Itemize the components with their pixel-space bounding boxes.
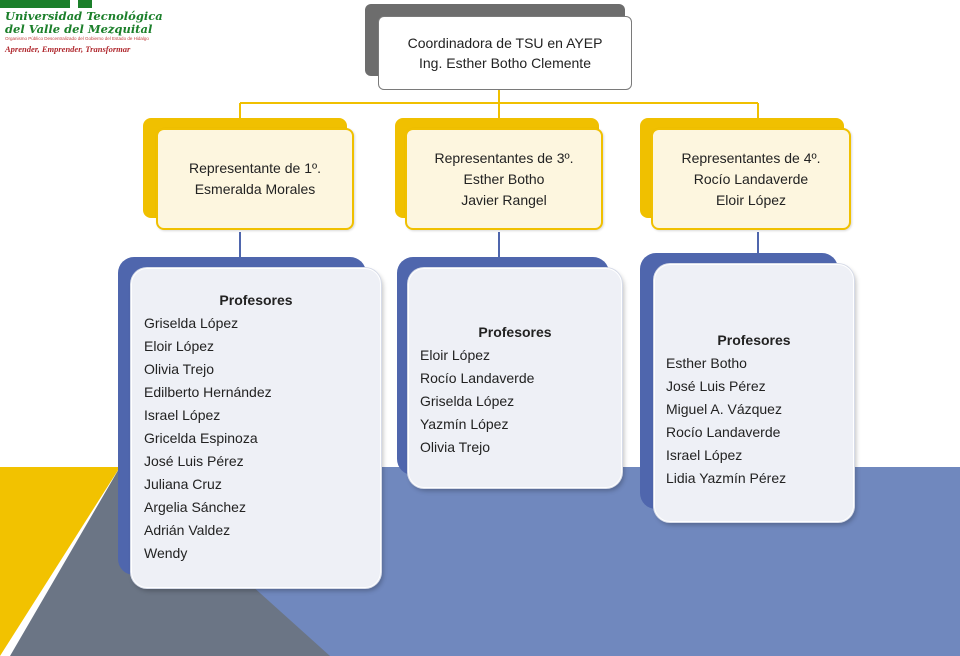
representative-3-title: Representantes de 4º. (681, 149, 821, 166)
teacher-name: Eloir López (420, 347, 491, 363)
teacher-group-3-list: Esther Botho José Luis Pérez Miguel A. V… (666, 352, 853, 490)
background-gold-triangle (0, 467, 120, 656)
teacher-name: José Luis Pérez (666, 378, 766, 394)
representative-1-box: Representante de 1º. Esmeralda Morales (156, 128, 354, 230)
teacher-name: Edilberto Hernández (144, 384, 272, 400)
teacher-group-3-heading: Profesores (717, 332, 791, 348)
logo-mark (0, 0, 70, 8)
teacher-name: Griselda López (144, 315, 239, 331)
logo-tagline: Aprender, Emprender, Transformar (5, 44, 131, 54)
teacher-name: José Luis Pérez (144, 453, 244, 469)
representative-2-title: Representantes de 3º. (434, 149, 574, 166)
teacher-group-3: Profesores Esther Botho José Luis Pérez … (654, 264, 854, 522)
representative-3-box: Representantes de 4º. Rocío Landaverde E… (651, 128, 851, 230)
teacher-name: Griselda López (420, 393, 515, 409)
teacher-group-2-heading: Profesores (478, 324, 552, 340)
logo-mark-figure (78, 0, 92, 8)
representative-2-box: Representantes de 3º. Esther Botho Javie… (405, 128, 603, 230)
teacher-name: Israel López (144, 407, 221, 423)
teacher-group-2-list: Eloir López Rocío Landaverde Griselda Ló… (420, 344, 621, 459)
teacher-name: Juliana Cruz (144, 476, 222, 492)
teacher-group-2: Profesores Eloir López Rocío Landaverde … (408, 268, 622, 488)
teacher-name: Olivia Trejo (420, 439, 491, 455)
teacher-name: Argelia Sánchez (144, 499, 246, 515)
teacher-group-1-heading: Profesores (219, 292, 293, 308)
teacher-name: Rocío Landaverde (420, 370, 535, 386)
teacher-name: Olivia Trejo (144, 361, 215, 377)
teacher-name: Eloir López (144, 338, 215, 354)
representative-3-name-2: Eloir López (715, 191, 787, 208)
teacher-group-1: Profesores Griselda López Eloir López Ol… (131, 268, 381, 588)
teacher-name: Wendy (144, 545, 188, 561)
teacher-name: Yazmín López (420, 416, 509, 432)
teacher-name: Israel López (666, 447, 743, 463)
teacher-name: Lidia Yazmín Pérez (666, 470, 787, 486)
coordinator-box: Coordinadora de TSU en AYEP Ing. Esther … (378, 16, 632, 90)
teacher-name: Adrián Valdez (144, 522, 231, 538)
representative-2-name-1: Esther Botho (463, 170, 545, 187)
representative-2-name-2: Javier Rangel (461, 191, 547, 208)
logo-line-3: Organismo Público Descentralizado del Go… (5, 36, 149, 41)
representative-3-name-1: Rocío Landaverde (693, 170, 809, 187)
teacher-name: Esther Botho (666, 355, 747, 371)
coordinator-role: Coordinadora de TSU en AYEP (407, 35, 603, 51)
teacher-name: Miguel A. Vázquez (666, 401, 782, 417)
teacher-name: Rocío Landaverde (666, 424, 781, 440)
university-logo: Universidad Tecnológica del Valle del Me… (0, 0, 190, 70)
teacher-group-1-list: Griselda López Eloir López Olivia Trejo … (144, 312, 380, 565)
logo-line-1: Universidad Tecnológica (5, 9, 163, 23)
teacher-name: Gricelda Espinoza (144, 430, 258, 446)
representative-1-title: Representante de 1º. (189, 160, 321, 176)
coordinator-name: Ing. Esther Botho Clemente (419, 55, 591, 71)
logo-line-2: del Valle del Mezquital (5, 22, 153, 36)
representative-1-name: Esmeralda Morales (194, 181, 316, 197)
